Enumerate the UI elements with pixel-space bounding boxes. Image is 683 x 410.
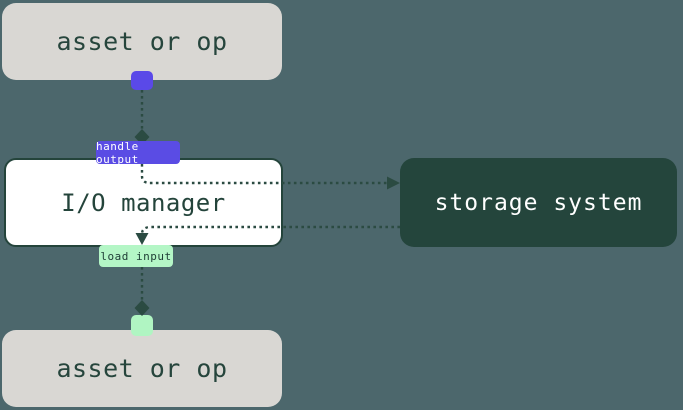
- node-io-manager-label: I/O manager: [61, 188, 226, 217]
- node-io-manager: I/O manager: [4, 158, 283, 247]
- edge-label-handle-output-text: handle output: [96, 139, 139, 166]
- diamond-arrowhead-load-input: [134, 300, 150, 316]
- node-asset-or-op-bottom: asset or op: [2, 330, 282, 407]
- edge-label-load-input-text: load input: [100, 249, 172, 263]
- node-storage-system: storage system: [400, 158, 677, 247]
- output-port-handle: [131, 71, 153, 90]
- edge-label-load-input: load input: [99, 245, 173, 267]
- triangle-arrowhead-into-storage: [387, 176, 400, 190]
- edge-label-handle-output: handle output: [96, 139, 180, 166]
- node-storage-system-label: storage system: [434, 189, 643, 216]
- node-asset-or-op-bottom-label: asset or op: [56, 354, 228, 383]
- node-asset-or-op-top-label: asset or op: [56, 27, 228, 56]
- input-port-handle: [131, 315, 153, 336]
- node-asset-or-op-top: asset or op: [2, 3, 282, 80]
